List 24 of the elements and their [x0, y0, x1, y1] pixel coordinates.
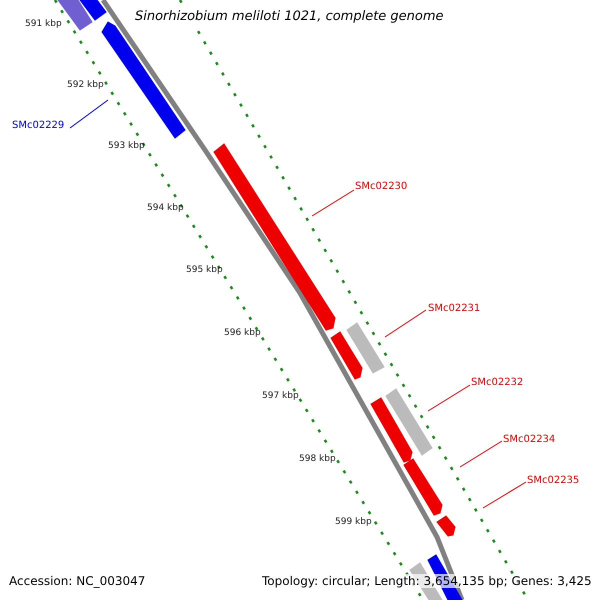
axis-tick-label: 598 kbp — [299, 454, 336, 464]
axis-tick-label: 596 kbp — [224, 328, 261, 338]
axis-tick-label: 595 kbp — [186, 265, 223, 275]
leader-line — [312, 190, 354, 216]
axis-tick-label: 599 kbp — [335, 517, 372, 527]
leader-line — [384, 310, 426, 338]
gene-label: SMc02230 — [355, 181, 408, 192]
footer-text: Topology: circular; Length: 3,654,135 bp; Genes: 3,425 — [262, 574, 592, 588]
gene-label: SMc02231 — [428, 303, 480, 314]
axis-tick-label: 597 kbp — [262, 391, 299, 401]
axis-tick-label: 592 kbp — [67, 80, 104, 90]
gene-label: SMc02232 — [471, 377, 524, 388]
leader-line — [428, 384, 470, 412]
leader-line — [460, 440, 502, 468]
axis-tick-label: 593 kbp — [108, 141, 145, 151]
leader-line — [70, 100, 108, 128]
axis-tick-label: 594 kbp — [147, 203, 184, 213]
footer-text: Accession: NC_003047 — [9, 574, 146, 588]
gene-label: SMc02235 — [527, 475, 580, 486]
axis-tick-label: 591 kbp — [25, 19, 62, 29]
title: Sinorhizobium meliloti 1021, complete genome — [135, 9, 444, 24]
gene-label: SMc02234 — [503, 434, 556, 445]
leader-line — [482, 482, 526, 508]
gene-label: SMc02229 — [12, 120, 64, 131]
